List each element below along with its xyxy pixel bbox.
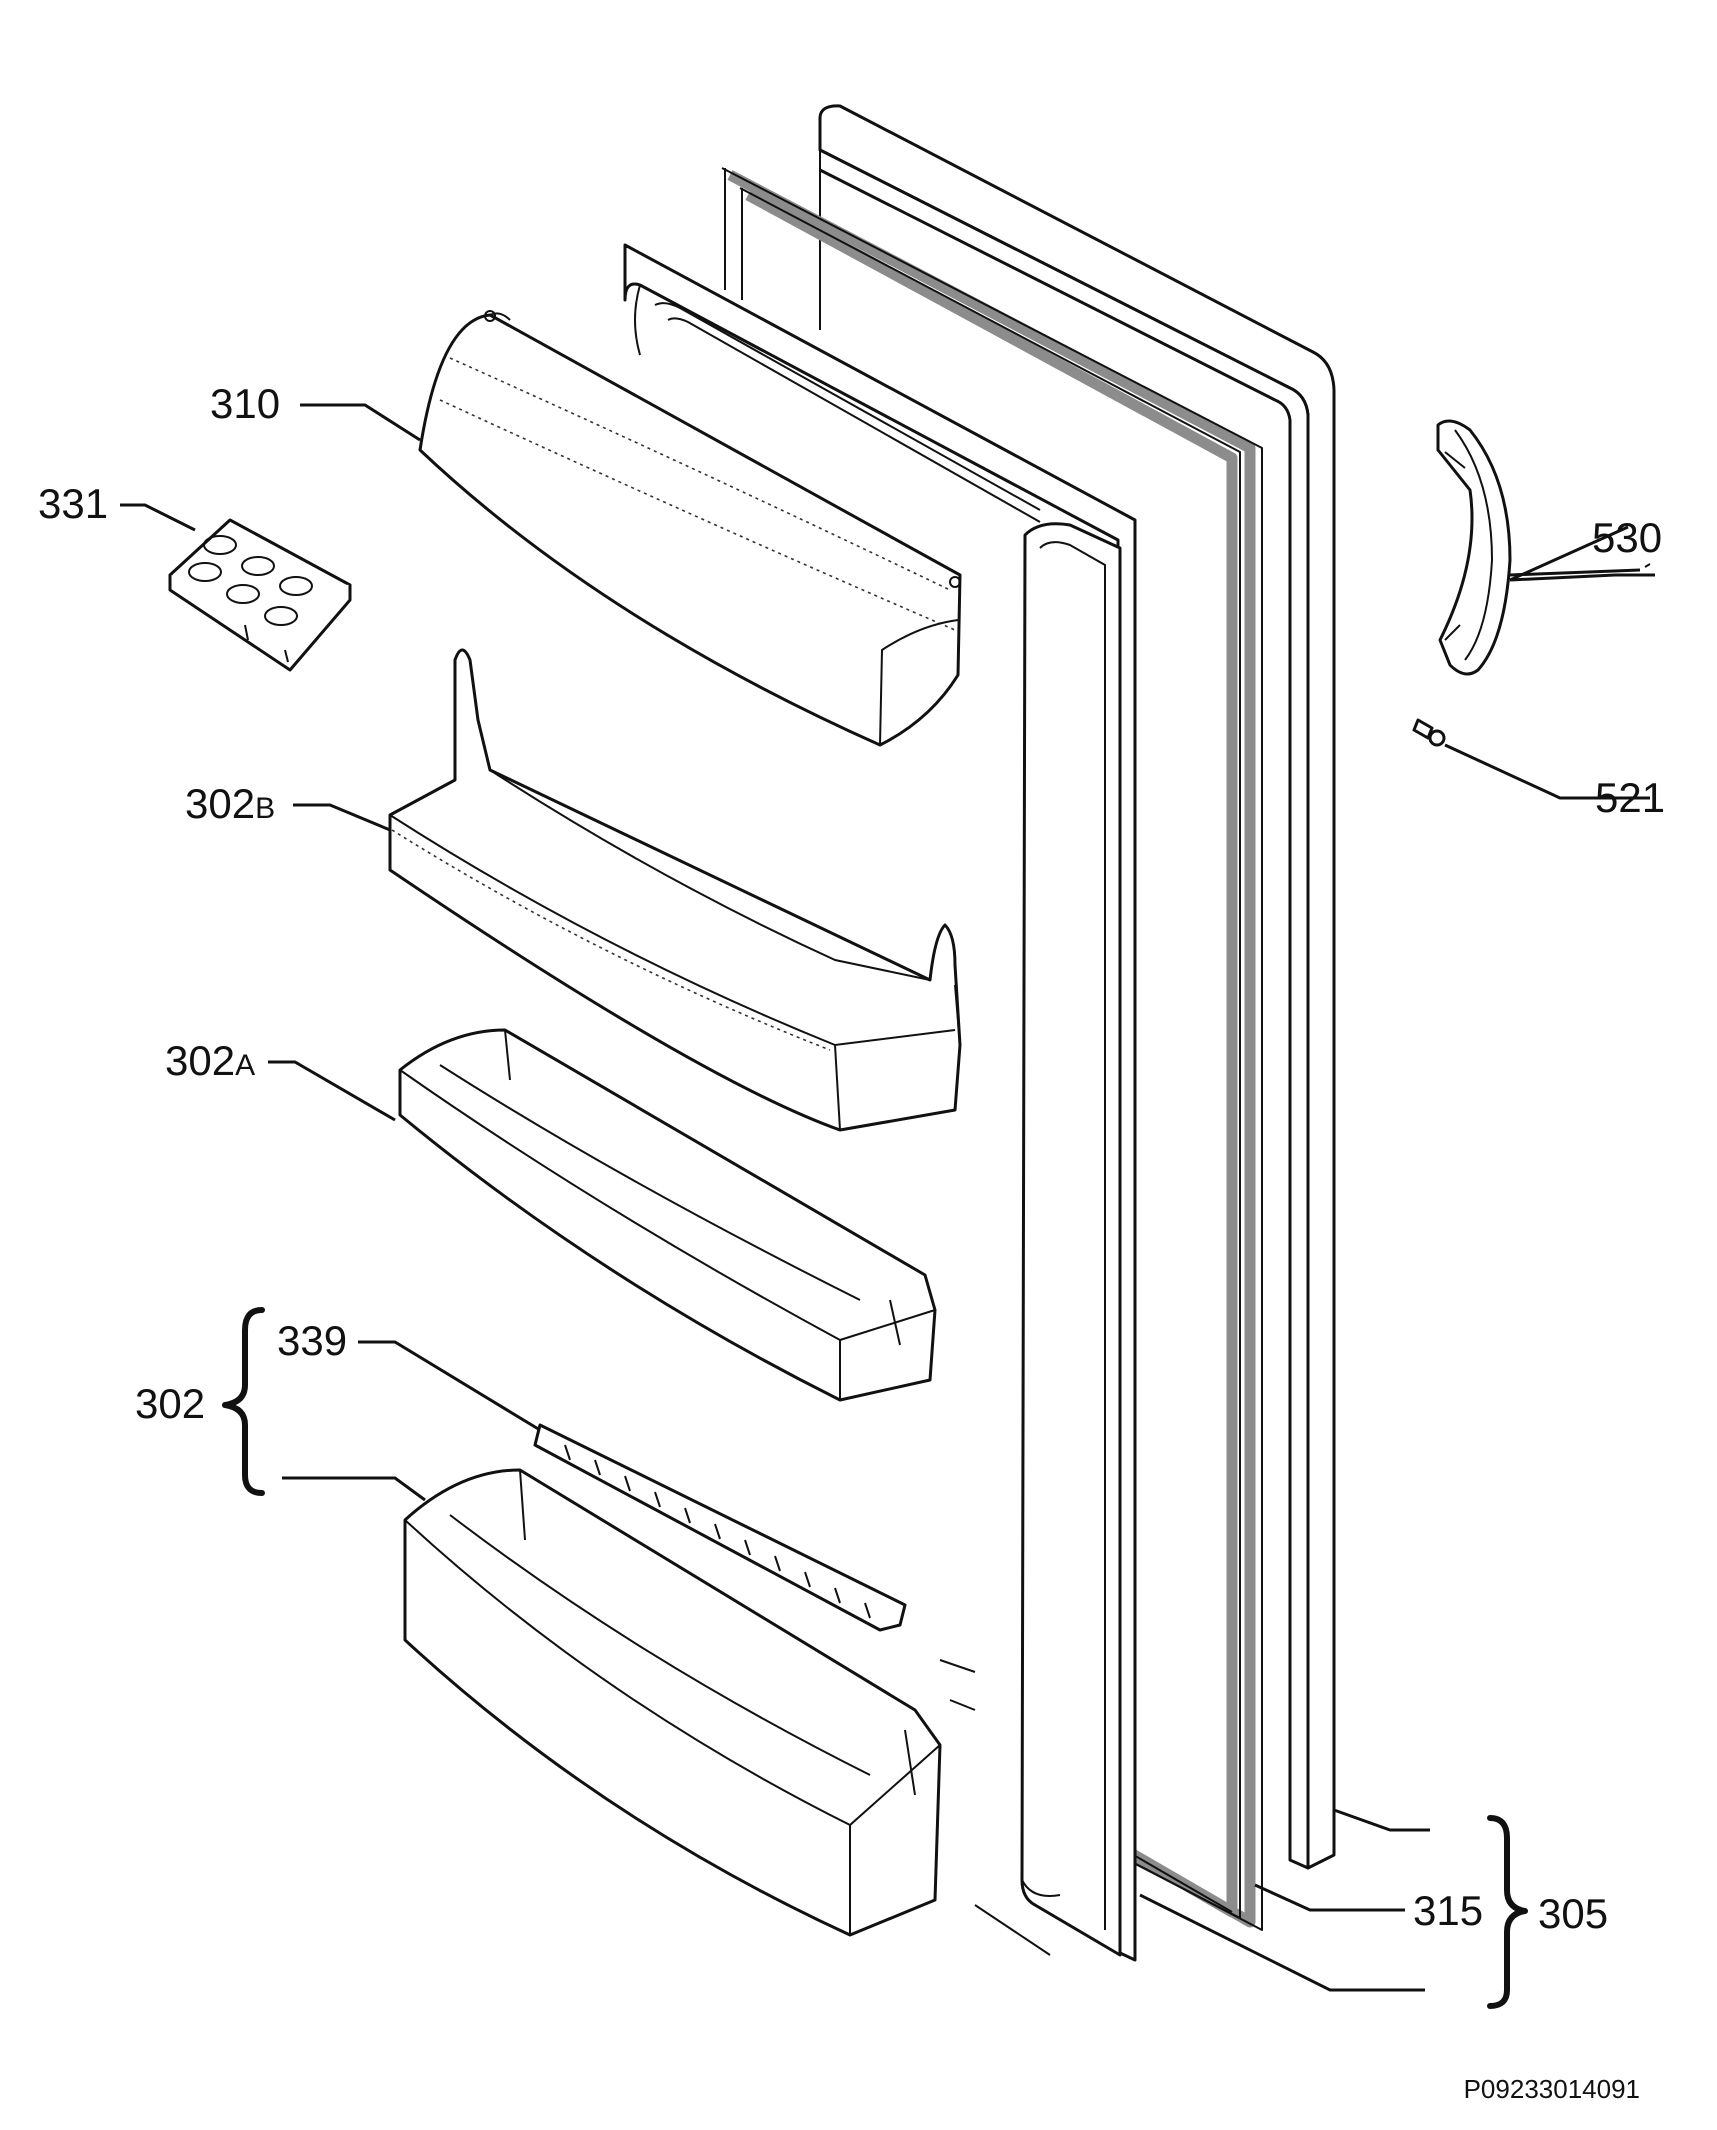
part-bottom-bottle-shelf: [403, 1468, 942, 1937]
door-gasket: [721, 167, 1263, 1931]
label-302b: 302B: [185, 780, 275, 827]
part-310-top-shelf: [418, 310, 962, 747]
label-339: 339: [277, 1317, 347, 1364]
label-315: 315: [1413, 1887, 1483, 1934]
brace-305: [1487, 1815, 1528, 2009]
label-302a-suffix: A: [235, 1049, 255, 1082]
label-305: 305: [1538, 1890, 1608, 1937]
label-302b-suffix: B: [255, 792, 275, 825]
brace-302: [222, 1307, 265, 1496]
label-302a-number: 302: [165, 1037, 235, 1084]
label-530: 530: [1592, 514, 1662, 561]
label-302a: 302A: [165, 1037, 255, 1084]
part-521-screw: [1412, 718, 1446, 747]
door-inner-liner: [623, 243, 1137, 1962]
label-521: 521: [1595, 774, 1665, 821]
leader-lines: [120, 403, 1655, 1992]
label-331: 331: [38, 480, 108, 527]
part-331-egg-tray: [168, 518, 352, 672]
part-302a-door-shelf: [398, 1028, 937, 1402]
label-302b-number: 302: [185, 780, 255, 827]
part-339-bottle-divider: [533, 1423, 907, 1632]
part-302b-door-shelf: [388, 648, 962, 1132]
part-530-door-handle: [1436, 419, 1512, 676]
drawing-code: P09233014091: [1464, 2074, 1640, 2104]
label-302: 302: [135, 1380, 205, 1427]
part-labels: 310 331 302B 302A 339 302 530 521 315 30…: [38, 380, 1665, 1937]
label-310: 310: [210, 380, 280, 427]
